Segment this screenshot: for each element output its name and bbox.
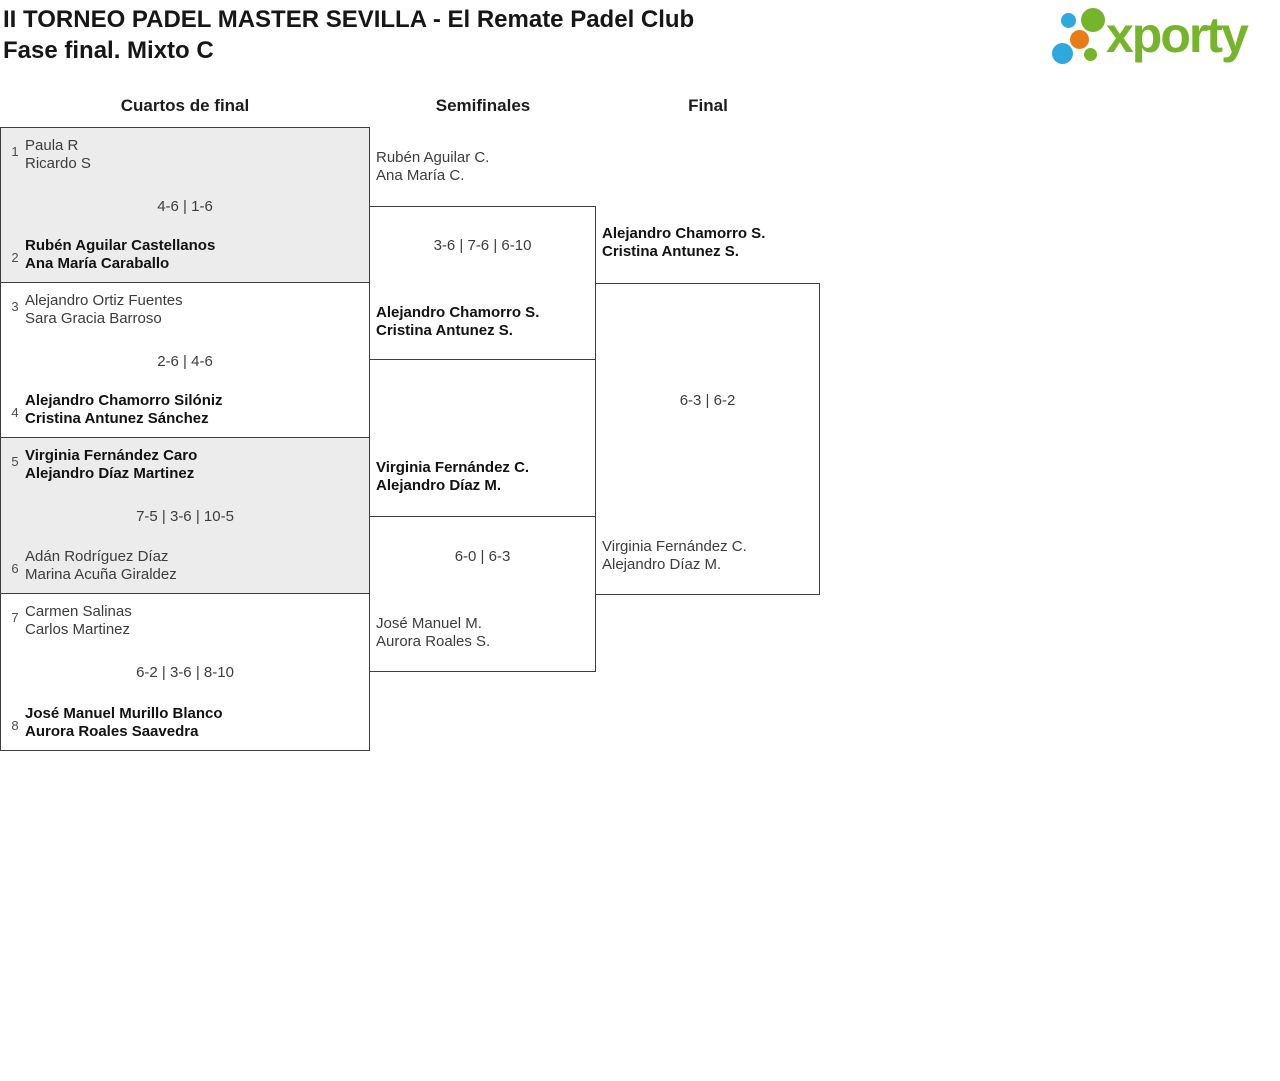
logo-dot	[1061, 13, 1076, 28]
qf-match-4: 7 Carmen Salinas Carlos Martinez 6-2 | 3…	[0, 593, 370, 751]
logo-dot	[1081, 8, 1105, 32]
match-score: 6-0 | 6-3	[454, 548, 511, 565]
player-name: Virginia Fernández Caro	[25, 447, 198, 464]
logo-dot	[1070, 30, 1089, 49]
sf2-team-top-winner: Virginia Fernández C. Alejandro Díaz M.	[376, 459, 529, 495]
player-name: Aurora Roales Saavedra	[25, 723, 199, 740]
seed-number: 7	[11, 610, 19, 625]
player-name: Virginia Fernández C.	[376, 459, 530, 476]
qf1-team-bottom-winner: Rubén Aguilar Castellanos Ana María Cara…	[25, 237, 215, 273]
qf1-team-top: Paula R Ricardo S	[25, 137, 91, 173]
player-name: Alejandro Chamorro Silóniz	[25, 392, 223, 409]
qf3-team-bottom: Adán Rodríguez Díaz Marina Acuña Giralde…	[25, 548, 177, 584]
qf-match-2: 3 Alejandro Ortiz Fuentes Sara Gracia Ba…	[0, 282, 370, 438]
seed-number: 6	[11, 561, 19, 576]
sf1-team-top: Rubén Aguilar C. Ana María C.	[376, 149, 489, 185]
qf2-team-top: Alejandro Ortiz Fuentes Sara Gracia Barr…	[25, 292, 183, 328]
qf4-team-top: Carmen Salinas Carlos Martinez	[25, 603, 132, 639]
qf4-team-bottom-winner: José Manuel Murillo Blanco Aurora Roales…	[25, 705, 223, 741]
seed-number: 4	[11, 405, 19, 420]
player-name: Carmen Salinas	[25, 603, 132, 620]
player-name: Virginia Fernández C.	[602, 538, 747, 555]
seed-number: 5	[11, 454, 19, 469]
player-name: Rubén Aguilar C.	[376, 149, 490, 166]
seed-number: 8	[11, 718, 19, 733]
player-name: Rubén Aguilar Castellanos	[25, 237, 216, 254]
player-name: Cristina Antunez S.	[376, 322, 513, 339]
player-name: Sara Gracia Barroso	[25, 310, 162, 327]
player-name: Alejandro Díaz M.	[602, 556, 722, 573]
player-name: Ana María C.	[376, 167, 465, 184]
player-name: Alejandro Díaz M.	[376, 477, 502, 494]
player-name: Aurora Roales S.	[376, 633, 491, 650]
match-score: 2-6 | 4-6	[157, 353, 213, 370]
column-header-semifinales: Semifinales	[435, 96, 531, 115]
match-score: 6-2 | 3-6 | 8-10	[136, 664, 234, 681]
logo-wordmark: xporty	[1106, 7, 1249, 63]
final-match	[595, 283, 820, 595]
match-score: 3-6 | 7-6 | 6-10	[433, 237, 532, 254]
player-name: Carlos Martinez	[25, 621, 131, 638]
phase-subtitle: Fase final. Mixto C	[3, 37, 214, 64]
player-name: Alejandro Ortiz Fuentes	[25, 292, 183, 309]
logo-dot	[1052, 43, 1073, 64]
player-name: José Manuel M.	[376, 615, 482, 632]
page-title: II TORNEO PADEL MASTER SEVILLA - El Rema…	[3, 4, 694, 66]
player-name: Marina Acuña Giraldez	[25, 566, 177, 583]
player-name: Alejandro Chamorro S.	[602, 225, 766, 242]
logo-dot	[1084, 48, 1097, 61]
player-name: Adán Rodríguez Díaz	[25, 548, 169, 565]
seed-number: 3	[11, 299, 19, 314]
seed-number: 1	[11, 144, 19, 159]
player-name: José Manuel Murillo Blanco	[25, 705, 223, 722]
column-header-final: Final	[688, 96, 728, 115]
column-header-cuartos: Cuartos de final	[120, 96, 250, 115]
player-name: Alejandro Chamorro S.	[376, 304, 540, 321]
final-team-bottom: Virginia Fernández C. Alejandro Díaz M.	[602, 538, 747, 574]
seed-number: 2	[11, 250, 19, 265]
qf-match-1: 1 Paula R Ricardo S 4-6 | 1-6 2 Rubén Ag…	[0, 127, 370, 283]
sf1-team-bottom-winner: Alejandro Chamorro S. Cristina Antunez S…	[376, 304, 539, 340]
player-name: Alejandro Díaz Martinez	[25, 465, 195, 482]
player-name: Cristina Antunez S.	[602, 243, 739, 260]
player-name: Paula R	[25, 137, 79, 154]
final-team-top-winner: Alejandro Chamorro S. Cristina Antunez S…	[602, 225, 765, 261]
qf2-team-bottom-winner: Alejandro Chamorro Silóniz Cristina Antu…	[25, 392, 223, 428]
sf2-team-bottom: José Manuel M. Aurora Roales S.	[376, 615, 490, 651]
match-score: 6-3 | 6-2	[679, 392, 736, 409]
player-name: Cristina Antunez Sánchez	[25, 410, 209, 427]
player-name: Ana María Caraballo	[25, 255, 170, 272]
qf-match-3: 5 Virginia Fernández Caro Alejandro Díaz…	[0, 437, 370, 594]
player-name: Ricardo S	[25, 155, 91, 172]
tournament-title: II TORNEO PADEL MASTER SEVILLA - El Rema…	[3, 6, 695, 33]
match-score: 4-6 | 1-6	[157, 198, 213, 215]
match-score: 7-5 | 3-6 | 10-5	[136, 508, 234, 525]
qf3-team-top-winner: Virginia Fernández Caro Alejandro Díaz M…	[25, 447, 197, 483]
